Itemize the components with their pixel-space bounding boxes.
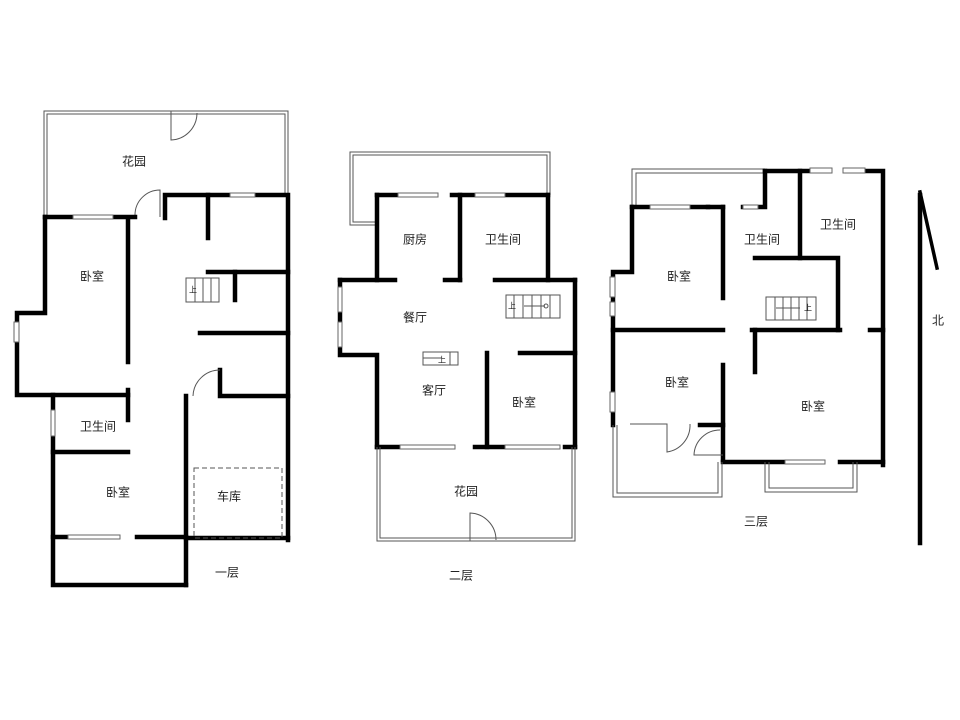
floor-3-roof-outline [631, 168, 765, 207]
room-label-dining-room: 餐厅 [403, 310, 427, 325]
room-label-bedroom: 卧室 [80, 269, 104, 284]
door-arc [693, 429, 723, 456]
room-label-bathroom: 卫生间 [744, 233, 780, 247]
window [337, 286, 343, 313]
north-arrow: 北 [917, 189, 944, 546]
room-label-bathroom: 卫生间 [820, 218, 856, 232]
floor-2-walls [337, 192, 578, 450]
floor-3-plan: 上 卧室 卫生间 卫生间 卧室 卧室 三层 [609, 167, 886, 529]
room-label-bedroom: 卧室 [667, 269, 691, 284]
door-arc [170, 111, 198, 141]
window [72, 214, 114, 220]
stairs: 上 [765, 296, 817, 321]
floor-1-garden-outline [43, 110, 289, 215]
room-label-garage: 车库 [217, 489, 241, 504]
svg-text:上: 上 [438, 356, 446, 365]
window [609, 391, 616, 413]
window [397, 192, 439, 198]
window [742, 204, 759, 210]
window [809, 167, 833, 174]
window [784, 459, 826, 465]
room-label-bedroom: 卧室 [665, 375, 689, 390]
floor-2-roof-outline [349, 151, 551, 226]
window [504, 444, 561, 450]
room-label-bedroom: 卧室 [106, 485, 130, 500]
balcony-outline [612, 425, 858, 498]
floor-3-walls [610, 168, 886, 468]
stairs: 上 [185, 277, 220, 303]
window [337, 321, 343, 348]
window [67, 534, 121, 540]
room-label-kitchen: 厨房 [403, 232, 427, 247]
window [474, 192, 506, 198]
door-arc [134, 189, 161, 217]
room-label-garden: 花园 [122, 154, 146, 169]
floor-label: 二层 [449, 569, 473, 583]
window [13, 321, 20, 343]
floor-2-plan: 上 上 厨房 卫生间 餐厅 客厅 卧室 花园 二层 [337, 151, 578, 583]
room-label-bathroom: 卫生间 [80, 420, 116, 434]
window [609, 276, 616, 298]
window [649, 204, 691, 210]
door-arc [630, 423, 668, 452]
room-label-bathroom: 卫生间 [485, 233, 521, 247]
floor-1-plan: 上 花园 卧室 卫生间 卧室 车库 一层 [13, 110, 291, 588]
window [50, 409, 56, 437]
door-arc [469, 512, 497, 541]
floor-2-garden-outline [376, 447, 576, 542]
svg-text:上: 上 [189, 286, 197, 295]
stairs: 上 [505, 294, 561, 319]
window [399, 444, 456, 450]
window [842, 167, 866, 174]
room-label-bedroom: 卧室 [512, 395, 536, 410]
door-arc [666, 423, 691, 453]
floor-1-walls [14, 192, 291, 588]
room-label-garden: 花园 [454, 484, 478, 499]
room-label-living-room: 客厅 [422, 383, 446, 398]
floor-label: 三层 [744, 515, 768, 529]
door-arc [192, 369, 221, 397]
window [229, 192, 256, 198]
stairs: 上 [422, 351, 459, 366]
window [609, 301, 616, 317]
garage-parking-outline [193, 467, 283, 539]
room-label-bedroom: 卧室 [801, 399, 825, 414]
svg-text:上: 上 [508, 302, 516, 311]
floor-label: 一层 [215, 566, 239, 580]
north-label: 北 [932, 314, 944, 328]
svg-text:上: 上 [804, 304, 812, 313]
